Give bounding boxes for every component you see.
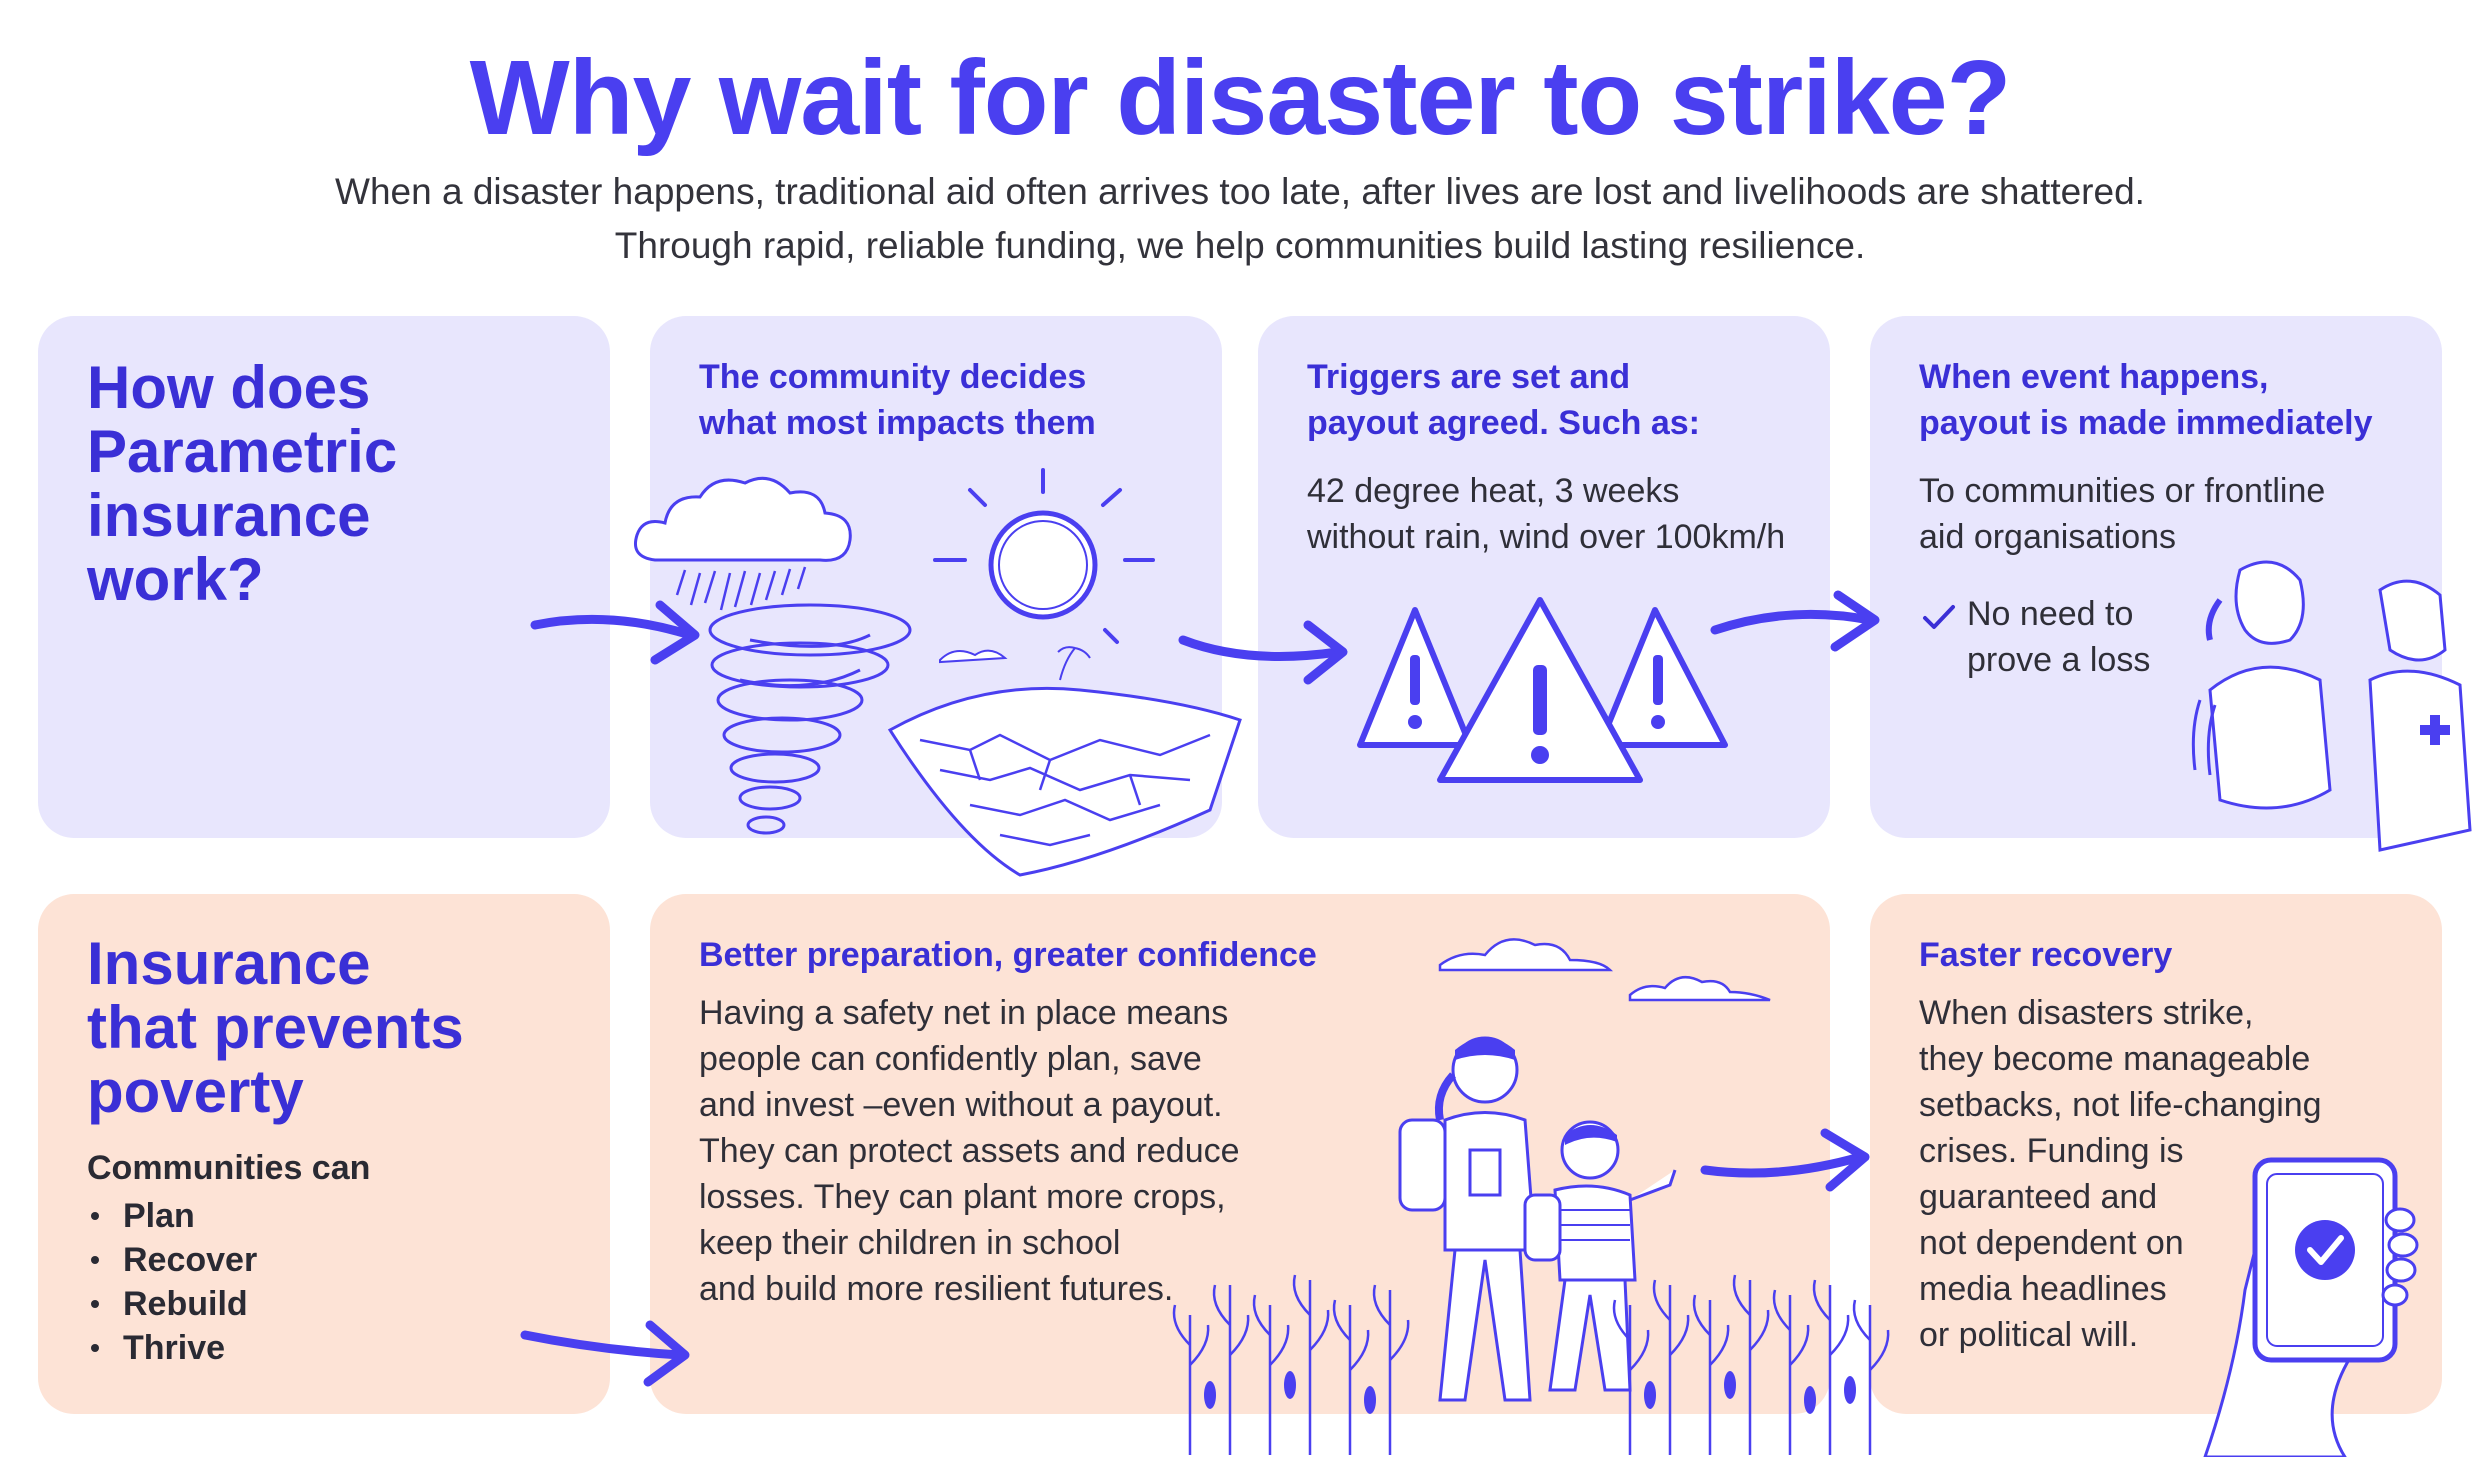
arrow-icon: [1700, 1128, 1870, 1192]
intro-heading: How does Parametric insurance work?: [87, 356, 397, 612]
heading-line: insurance: [87, 482, 371, 549]
tornado-icon: [708, 603, 912, 835]
intro-card-poverty: Insurance that prevents poverty Communit…: [38, 894, 610, 1414]
check-icon: [1923, 605, 1955, 629]
bullet-dot: [91, 1212, 99, 1220]
heading-line: that prevents: [87, 994, 464, 1061]
heading-line: Insurance: [87, 930, 371, 997]
body-line: 42 degree heat, 3 weeks: [1307, 472, 1680, 510]
bullet-list: Plan Recover Rebuild Thrive: [87, 1194, 257, 1370]
subtitle-line: When a disaster happens, traditional aid…: [335, 171, 2145, 212]
body-line: When disasters strike,: [1919, 994, 2254, 1032]
arrow-icon: [1178, 620, 1348, 685]
arrow-icon: [520, 1320, 690, 1387]
heading-line: Parametric: [87, 418, 398, 485]
bullet-text: Rebuild: [123, 1285, 248, 1323]
check-line: No need to: [1967, 595, 2134, 633]
recovery-heading: Faster recovery: [1919, 936, 2173, 974]
step-body: To communities or frontline aid organisa…: [1919, 468, 2325, 560]
heading-line: The community decides: [699, 358, 1087, 396]
list-item: Rebuild: [87, 1282, 257, 1326]
page-subtitle: When a disaster happens, traditional aid…: [0, 165, 2480, 273]
body-line: crises. Funding is: [1919, 1132, 2184, 1170]
body-line: setbacks, not life-changing: [1919, 1086, 2322, 1124]
step-heading: Triggers are set and payout agreed. Such…: [1307, 354, 1700, 446]
step-heading: When event happens, payout is made immed…: [1919, 354, 2373, 446]
intro-heading: Insurance that prevents poverty: [87, 932, 464, 1124]
body-line: keep their children in school: [699, 1224, 1121, 1262]
bullet-text: Thrive: [123, 1329, 226, 1367]
step-card-payout: When event happens, payout is made immed…: [1870, 316, 2442, 838]
body-line: and invest –even without a payout.: [699, 1086, 1223, 1124]
body-line: guaranteed and: [1919, 1178, 2158, 1216]
body-line: losses. They can plant more crops,: [699, 1178, 1226, 1216]
family-walking-icon: [1398, 1036, 1677, 1402]
check-text: No need to prove a loss: [1967, 591, 2150, 683]
warning-triangle-icon: [1357, 597, 1728, 783]
heading-line: poverty: [87, 1058, 304, 1125]
heading-line: payout agreed. Such as:: [1307, 404, 1700, 442]
body-line: aid organisations: [1919, 518, 2177, 556]
heading-line: When event happens,: [1919, 358, 2269, 396]
heading-line: what most impacts them: [699, 404, 1096, 442]
preparation-heading: Better preparation, greater confidence: [699, 936, 1317, 974]
body-line: people can confidently plan, save: [699, 1040, 1202, 1078]
heading-line: work?: [87, 546, 264, 613]
communities-label: Communities can: [87, 1149, 371, 1187]
body-line: not dependent on: [1919, 1224, 2184, 1262]
arrow-icon: [1710, 590, 1880, 652]
step-card-triggers: Triggers are set and payout agreed. Such…: [1258, 316, 1830, 838]
bullet-dot: [91, 1344, 99, 1352]
corn-field-icon: [1612, 1274, 1890, 1455]
body-line: without rain, wind over 100km/h: [1307, 518, 1786, 556]
bullet-text: Plan: [123, 1197, 195, 1235]
check-line: prove a loss: [1967, 641, 2151, 679]
body-line: media headlines: [1919, 1270, 2167, 1308]
list-item: Recover: [87, 1238, 257, 1282]
check-item: No need to prove a loss: [1919, 591, 2150, 683]
body-line: or political will.: [1919, 1316, 2139, 1354]
page-title: Why wait for disaster to strike?: [469, 39, 2012, 157]
aid-workers-icon: [2191, 560, 2472, 852]
cloud-icon: [1438, 938, 1771, 1002]
bullet-text: Recover: [123, 1241, 258, 1279]
body-line: To communities or frontline: [1919, 472, 2326, 510]
body-line: Having a safety net in place means: [699, 994, 1229, 1032]
body-line: and build more resilient futures.: [699, 1270, 1174, 1308]
body-line: they become manageable: [1919, 1040, 2311, 1078]
recovery-body: When disasters strike, they become manag…: [1919, 990, 2322, 1358]
phone-check-icon: [2203, 1157, 2419, 1457]
heading-line: Triggers are set and: [1307, 358, 1631, 396]
heading-line: payout is made immediately: [1919, 404, 2373, 442]
body-line: They can protect assets and reduce: [699, 1132, 1240, 1170]
bullet-dot: [91, 1300, 99, 1308]
step-heading: The community decides what most impacts …: [699, 354, 1096, 446]
step-body: 42 degree heat, 3 weeks without rain, wi…: [1307, 468, 1785, 560]
storm-cloud-icon: [634, 476, 852, 611]
list-item: Thrive: [87, 1326, 257, 1370]
preparation-body: Having a safety net in place means peopl…: [699, 990, 1240, 1312]
list-item: Plan: [87, 1194, 257, 1238]
subtitle-line: Through rapid, reliable funding, we help…: [614, 225, 1866, 266]
intro-card-parametric: How does Parametric insurance work?: [38, 316, 610, 838]
corn-field-icon: [1172, 1274, 1410, 1455]
drought-land-icon: [887, 646, 1242, 877]
arrow-icon: [530, 600, 700, 665]
preparation-card: Better preparation, greater confidence H…: [650, 894, 1830, 1414]
heading-line: How does: [87, 354, 371, 421]
sun-icon: [933, 468, 1155, 644]
bullet-dot: [91, 1256, 99, 1264]
